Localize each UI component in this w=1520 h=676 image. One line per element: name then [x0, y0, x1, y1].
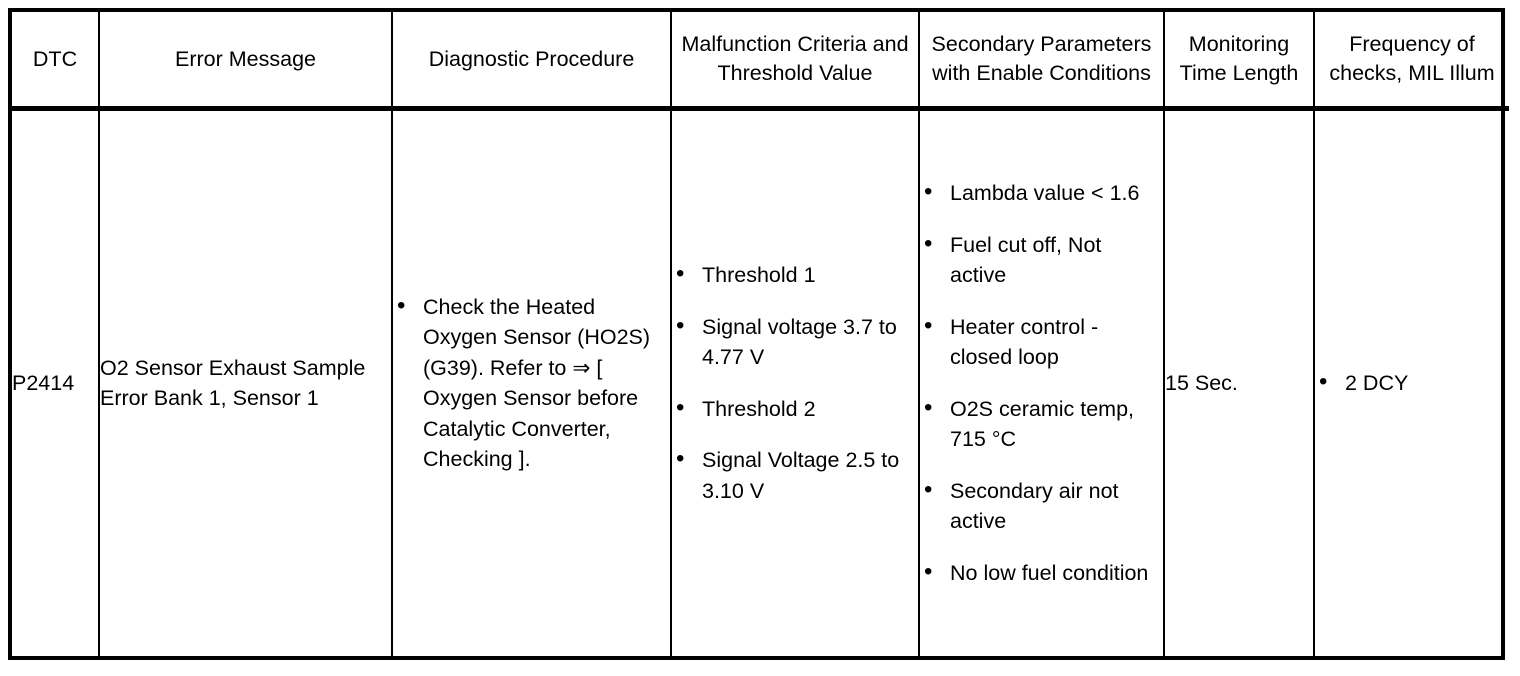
list-item: Threshold 2	[672, 393, 918, 425]
column-header-frequency-mil-illum: Frequency of checks, MIL Illum	[1313, 12, 1509, 111]
column-header-dtc: DTC	[12, 12, 100, 111]
list-item: Check the Heated Oxygen Sensor (HO2S) (G…	[393, 291, 670, 475]
cell-diagnostic-procedure: Check the Heated Oxygen Sensor (HO2S) (G…	[391, 108, 672, 656]
list-item: Signal Voltage 2.5 to 3.10 V	[672, 444, 918, 506]
column-header-diagnostic-procedure: Diagnostic Procedure	[391, 12, 672, 111]
table-row: P2414 O2 Sensor Exhaust Sample Error Ban…	[12, 108, 1509, 656]
cell-monitoring-time-length: 15 Sec.	[1163, 108, 1315, 656]
column-header-error-message: Error Message	[98, 12, 393, 111]
diagnostic-procedure-list: Check the Heated Oxygen Sensor (HO2S) (G…	[393, 291, 670, 475]
list-item: Heater control - closed loop	[920, 311, 1163, 373]
list-item: Threshold 1	[672, 259, 918, 291]
dtc-table: DTC Error Message Diagnostic Procedure M…	[12, 12, 1509, 656]
cell-frequency-mil-illum: 2 DCY	[1313, 108, 1509, 656]
list-item: O2S ceramic temp, 715 °C	[920, 393, 1163, 455]
dtc-table-container: DTC Error Message Diagnostic Procedure M…	[8, 8, 1509, 660]
list-item: Fuel cut off, Not active	[920, 229, 1163, 291]
cell-dtc: P2414	[12, 108, 100, 656]
malfunction-criteria-list: Threshold 1 Signal voltage 3.7 to 4.77 V T…	[672, 259, 918, 506]
list-item: Signal voltage 3.7 to 4.77 V	[672, 311, 918, 373]
column-header-malfunction-criteria: Malfunction Criteria and Threshold Value	[670, 12, 920, 111]
cell-error-message: O2 Sensor Exhaust Sample Error Bank 1, S…	[98, 108, 393, 656]
table-header-row: DTC Error Message Diagnostic Procedure M…	[12, 12, 1509, 111]
secondary-parameters-list: Lambda value < 1.6Fuel cut off, Not acti…	[920, 177, 1163, 589]
frequency-mil-illum-list: 2 DCY	[1315, 367, 1509, 399]
cell-malfunction-criteria: Threshold 1 Signal voltage 3.7 to 4.77 V T…	[670, 108, 920, 656]
list-item: Lambda value < 1.6	[920, 177, 1163, 209]
column-header-monitoring-time-length: Monitoring Time Length	[1163, 12, 1315, 111]
list-item: 2 DCY	[1315, 367, 1509, 399]
table-body: P2414 O2 Sensor Exhaust Sample Error Ban…	[12, 108, 1509, 656]
table-header: DTC Error Message Diagnostic Procedure M…	[12, 12, 1509, 111]
column-header-secondary-parameters: Secondary Parameters with Enable Conditi…	[918, 12, 1165, 111]
list-item: Secondary air not active	[920, 475, 1163, 537]
cell-secondary-parameters: Lambda value < 1.6Fuel cut off, Not acti…	[918, 108, 1165, 656]
list-item: No low fuel condition	[920, 557, 1163, 589]
